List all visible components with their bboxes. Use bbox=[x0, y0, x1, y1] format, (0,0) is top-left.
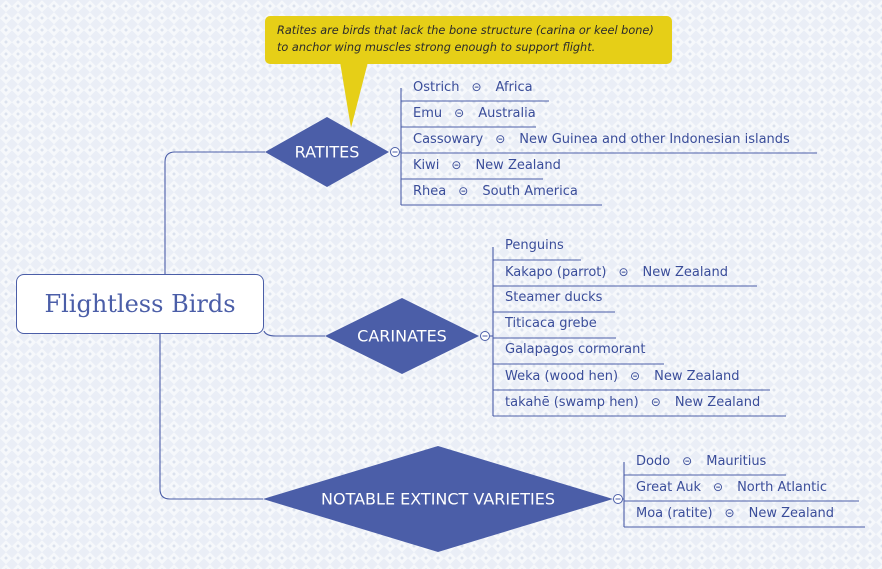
leaf-topic[interactable]: Dodo ⊝ Mauritius bbox=[636, 449, 766, 475]
root-topic-label: Flightless Birds bbox=[44, 290, 236, 318]
connector-lines bbox=[159, 88, 865, 528]
connector-root-ratites bbox=[164, 151, 265, 274]
leaf-name: Titicaca grebe bbox=[505, 316, 597, 331]
leaf-name: Kiwi bbox=[413, 158, 440, 173]
collapse-icons bbox=[390, 147, 623, 504]
leaf-topic[interactable]: Weka (wood hen) ⊝ New Zealand bbox=[505, 364, 740, 390]
leaf-region: New Zealand bbox=[475, 158, 561, 173]
leaf-topic[interactable]: takahē (swamp hen) ⊝ New Zealand bbox=[505, 390, 760, 416]
leaf-region: Africa bbox=[495, 80, 533, 95]
branch-label-carinates: CARINATES bbox=[357, 326, 447, 346]
connector-root-extinct bbox=[159, 334, 263, 500]
leaf-topic[interactable]: Ostrich ⊝ Africa bbox=[413, 75, 533, 101]
leaf-name: Great Auk bbox=[636, 480, 701, 495]
collapse-separator-icon[interactable]: ⊝ bbox=[458, 184, 469, 198]
leaf-topic[interactable]: Kiwi ⊝ New Zealand bbox=[413, 153, 561, 179]
collapse-separator-icon[interactable]: ⊝ bbox=[630, 369, 641, 383]
collapse-ratites-icon[interactable] bbox=[390, 147, 400, 157]
leaf-name: Moa (ratite) bbox=[636, 506, 713, 521]
collapse-separator-icon[interactable]: ⊝ bbox=[454, 106, 465, 120]
collapse-separator-icon[interactable]: ⊝ bbox=[682, 454, 693, 468]
collapse-carinates-icon[interactable] bbox=[480, 331, 490, 341]
leaf-topic[interactable]: Emu ⊝ Australia bbox=[413, 101, 536, 127]
leaf-name: Rhea bbox=[413, 184, 447, 199]
leaf-name: Kakapo (parrot) bbox=[505, 265, 607, 280]
branch-diamond-carinates[interactable] bbox=[325, 298, 479, 374]
collapse-separator-icon[interactable]: ⊝ bbox=[471, 80, 482, 94]
leaf-name: Dodo bbox=[636, 454, 671, 469]
branch-label-extinct: NOTABLE EXTINCT VARIETIES bbox=[321, 489, 555, 509]
collapse-separator-icon[interactable]: ⊝ bbox=[495, 132, 506, 146]
leaf-name: Steamer ducks bbox=[505, 290, 603, 305]
leaf-topic[interactable]: Moa (ratite) ⊝ New Zealand bbox=[636, 501, 834, 527]
connector-root-carinates bbox=[263, 330, 325, 337]
branch-diamond-extinct[interactable] bbox=[263, 446, 613, 552]
collapse-separator-icon[interactable]: ⊝ bbox=[724, 506, 735, 520]
leaf-name: Ostrich bbox=[413, 80, 460, 95]
collapse-separator-icon[interactable]: ⊝ bbox=[650, 395, 661, 409]
collapse-separator-icon[interactable]: ⊝ bbox=[713, 480, 724, 494]
root-topic[interactable]: Flightless Birds bbox=[16, 274, 264, 334]
leaf-region: New Zealand bbox=[642, 265, 728, 280]
leaf-region: North Atlantic bbox=[737, 480, 827, 495]
leaf-region: South America bbox=[482, 184, 578, 199]
leaf-name: Emu bbox=[413, 106, 443, 121]
collapse-separator-icon[interactable]: ⊝ bbox=[618, 265, 629, 279]
note-callout: Ratites are birds that lack the bone str… bbox=[265, 16, 672, 64]
leaf-topic[interactable]: Kakapo (parrot) ⊝ New Zealand bbox=[505, 260, 728, 286]
leaf-region: New Zealand bbox=[748, 506, 835, 521]
collapse-extinct-icon[interactable] bbox=[613, 494, 623, 504]
leaf-topic[interactable]: Galapagos cormorant bbox=[505, 338, 645, 364]
leaf-name: Cassowary bbox=[413, 132, 484, 147]
leaf-name: Weka (wood hen) bbox=[505, 369, 619, 384]
note-text: Ratites are birds that lack the bone str… bbox=[277, 24, 654, 54]
leaf-name: Penguins bbox=[505, 238, 564, 253]
leaf-region: New Zealand bbox=[654, 369, 740, 384]
leaf-topic[interactable]: Rhea ⊝ South America bbox=[413, 179, 578, 205]
leaf-topic[interactable]: Steamer ducks bbox=[505, 286, 602, 312]
leaf-region: New Zealand bbox=[674, 395, 761, 410]
branch-diamond-ratites[interactable] bbox=[265, 117, 389, 187]
leaf-region: New Guinea and other Indonesian islands bbox=[519, 132, 790, 147]
leaf-topic[interactable]: Penguins bbox=[505, 234, 564, 260]
collapse-separator-icon[interactable]: ⊝ bbox=[451, 158, 462, 172]
leaf-topic[interactable]: Cassowary ⊝ New Guinea and other Indonesia… bbox=[413, 127, 790, 153]
callout-pointer bbox=[340, 62, 368, 128]
leaf-region: Australia bbox=[478, 106, 536, 121]
leaf-region: Mauritius bbox=[706, 454, 767, 469]
leaf-topic[interactable]: Great Auk ⊝ North Atlantic bbox=[636, 475, 827, 501]
leaf-name: takahē (swamp hen) bbox=[505, 395, 639, 410]
leaf-name: Galapagos cormorant bbox=[505, 342, 646, 357]
leaf-topic[interactable]: Titicaca grebe bbox=[505, 312, 597, 338]
branch-label-ratites: RATITES bbox=[294, 142, 360, 162]
